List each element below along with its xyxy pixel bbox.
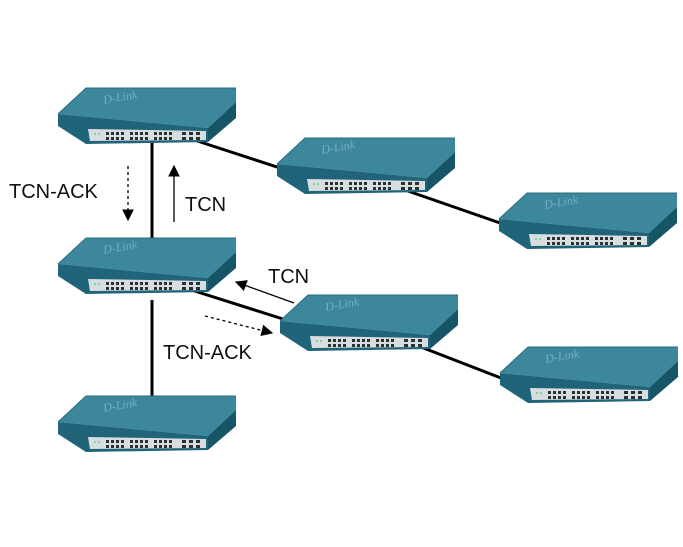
switch-1-logo: D-Link — [101, 87, 139, 107]
switch-6 — [279, 294, 459, 352]
switch-3-logo: D-Link — [101, 395, 139, 415]
switch-3 — [57, 395, 237, 453]
switch-5-logo: D-Link — [542, 192, 580, 212]
link-sw2-sw6 — [181, 285, 284, 321]
switch-2 — [57, 237, 237, 295]
switch-4 — [276, 137, 456, 195]
tcn-ack-top-label: TCN-ACK — [9, 181, 99, 203]
switch-1 — [57, 87, 237, 145]
switch-7-logo: D-Link — [543, 346, 581, 366]
link-sw4-sw5 — [404, 188, 504, 226]
tcn-mid-arrow — [234, 280, 295, 304]
switch-5 — [498, 192, 678, 250]
tcn-top-label: TCN — [185, 194, 226, 216]
switch-7 — [499, 346, 679, 404]
arrows — [122, 164, 295, 337]
tcn-ack-mid-label: TCN-ACK — [163, 342, 253, 364]
tcn-ack-mid-arrow — [204, 315, 274, 337]
switch-logos: D-Link D-Link D-Link D-Link D-Link D-Lin… — [101, 87, 581, 415]
tcn-mid-label: TCN — [268, 266, 309, 288]
switch-6-logo: D-Link — [323, 294, 361, 314]
switch-4-logo: D-Link — [319, 137, 357, 157]
switch-2-logo: D-Link — [101, 237, 139, 257]
